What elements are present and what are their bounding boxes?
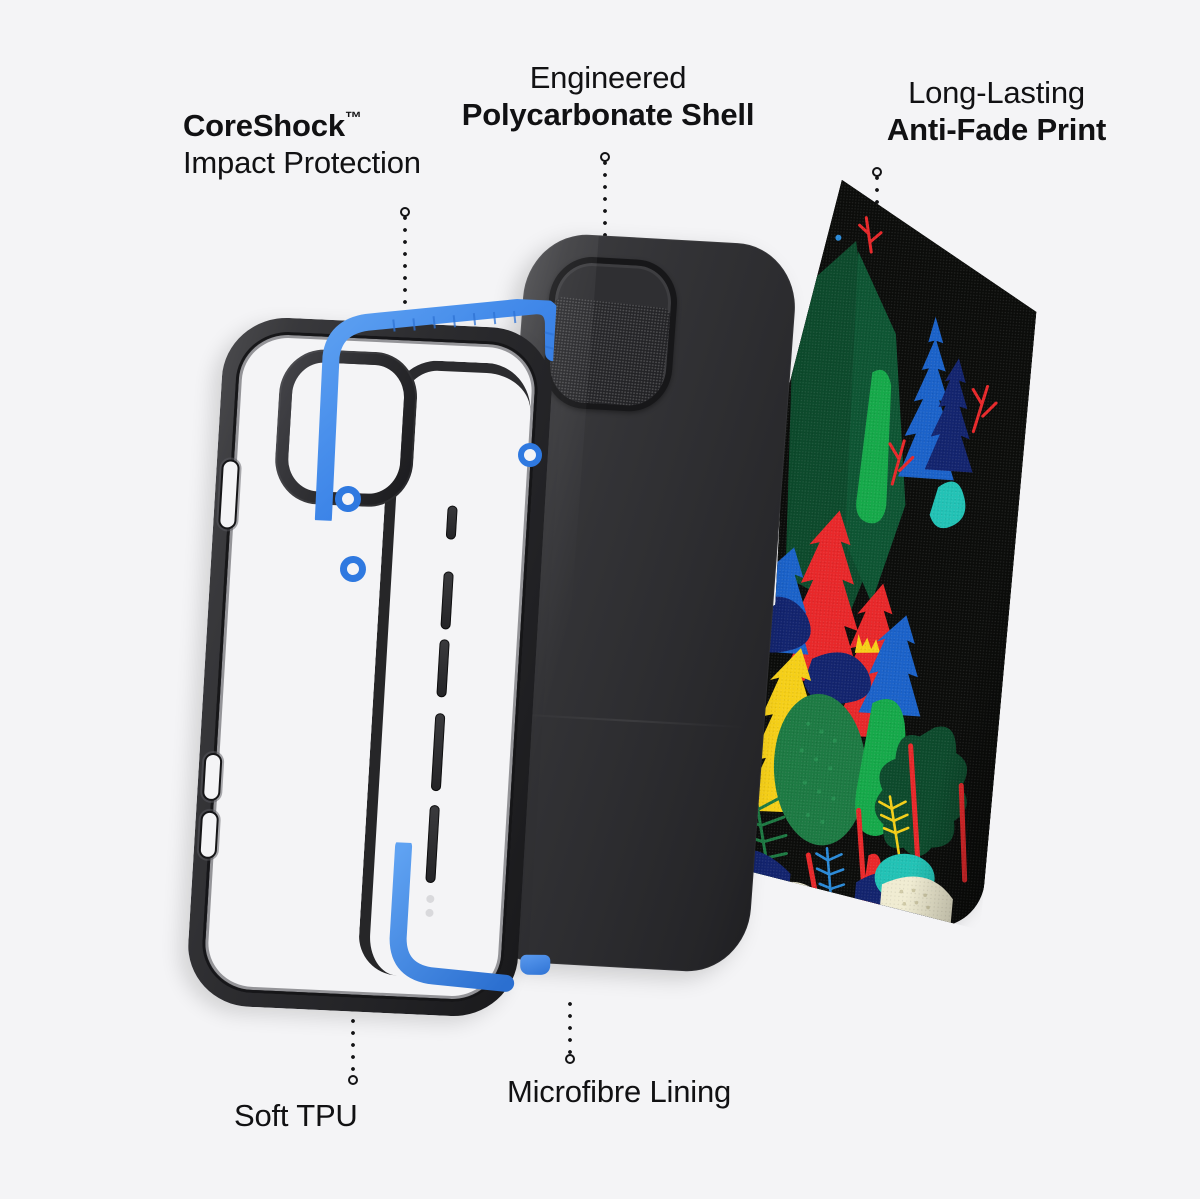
callout-print: Long-Lasting Anti-Fade Print xyxy=(874,75,1119,148)
leader-line-coreshock xyxy=(400,207,410,323)
leader-dot-tpu xyxy=(348,1075,358,1085)
callout-polycarbonate-top: Engineered xyxy=(529,60,687,95)
callout-microfibre: Microfibre Lining xyxy=(507,1074,731,1111)
tpu-bumper-frame xyxy=(184,315,556,1019)
bumper-camera-cutout xyxy=(272,347,420,509)
callout-microfibre-line: Microfibre Lining xyxy=(507,1074,732,1109)
callout-print-title: Anti-Fade Print xyxy=(886,111,1107,147)
bumper-rail-detail-1 xyxy=(445,505,458,540)
shell-blue-nub xyxy=(520,954,551,975)
callout-coreshock-subtitle: Impact Protection xyxy=(183,144,421,180)
callout-print-top: Long-Lasting xyxy=(908,75,1085,110)
leader-dot-microfibre xyxy=(565,1054,575,1064)
shell-seam-line xyxy=(511,712,746,729)
leader-line-tpu xyxy=(348,1019,358,1085)
leader-line-microfibre xyxy=(565,1002,575,1064)
bumper-button-cutout-lower xyxy=(200,812,218,858)
shell-camera-cutout xyxy=(541,254,681,414)
callout-coreshock: CoreShock™ Impact Protection xyxy=(183,108,421,181)
shell-camera-window xyxy=(541,295,672,414)
trademark-symbol: ™ xyxy=(344,108,362,128)
callout-coreshock-title: CoreShock™ xyxy=(183,108,362,143)
callout-polycarbonate: Engineered Polycarbonate Shell xyxy=(433,60,783,133)
bumper-button-cutout-upper xyxy=(203,754,221,800)
callout-tpu-line: Soft TPU xyxy=(234,1098,358,1133)
leader-line-polycarbonate xyxy=(600,152,610,256)
callout-tpu: Soft TPU xyxy=(234,1098,358,1135)
callout-polycarbonate-title: Polycarbonate Shell xyxy=(461,96,755,132)
